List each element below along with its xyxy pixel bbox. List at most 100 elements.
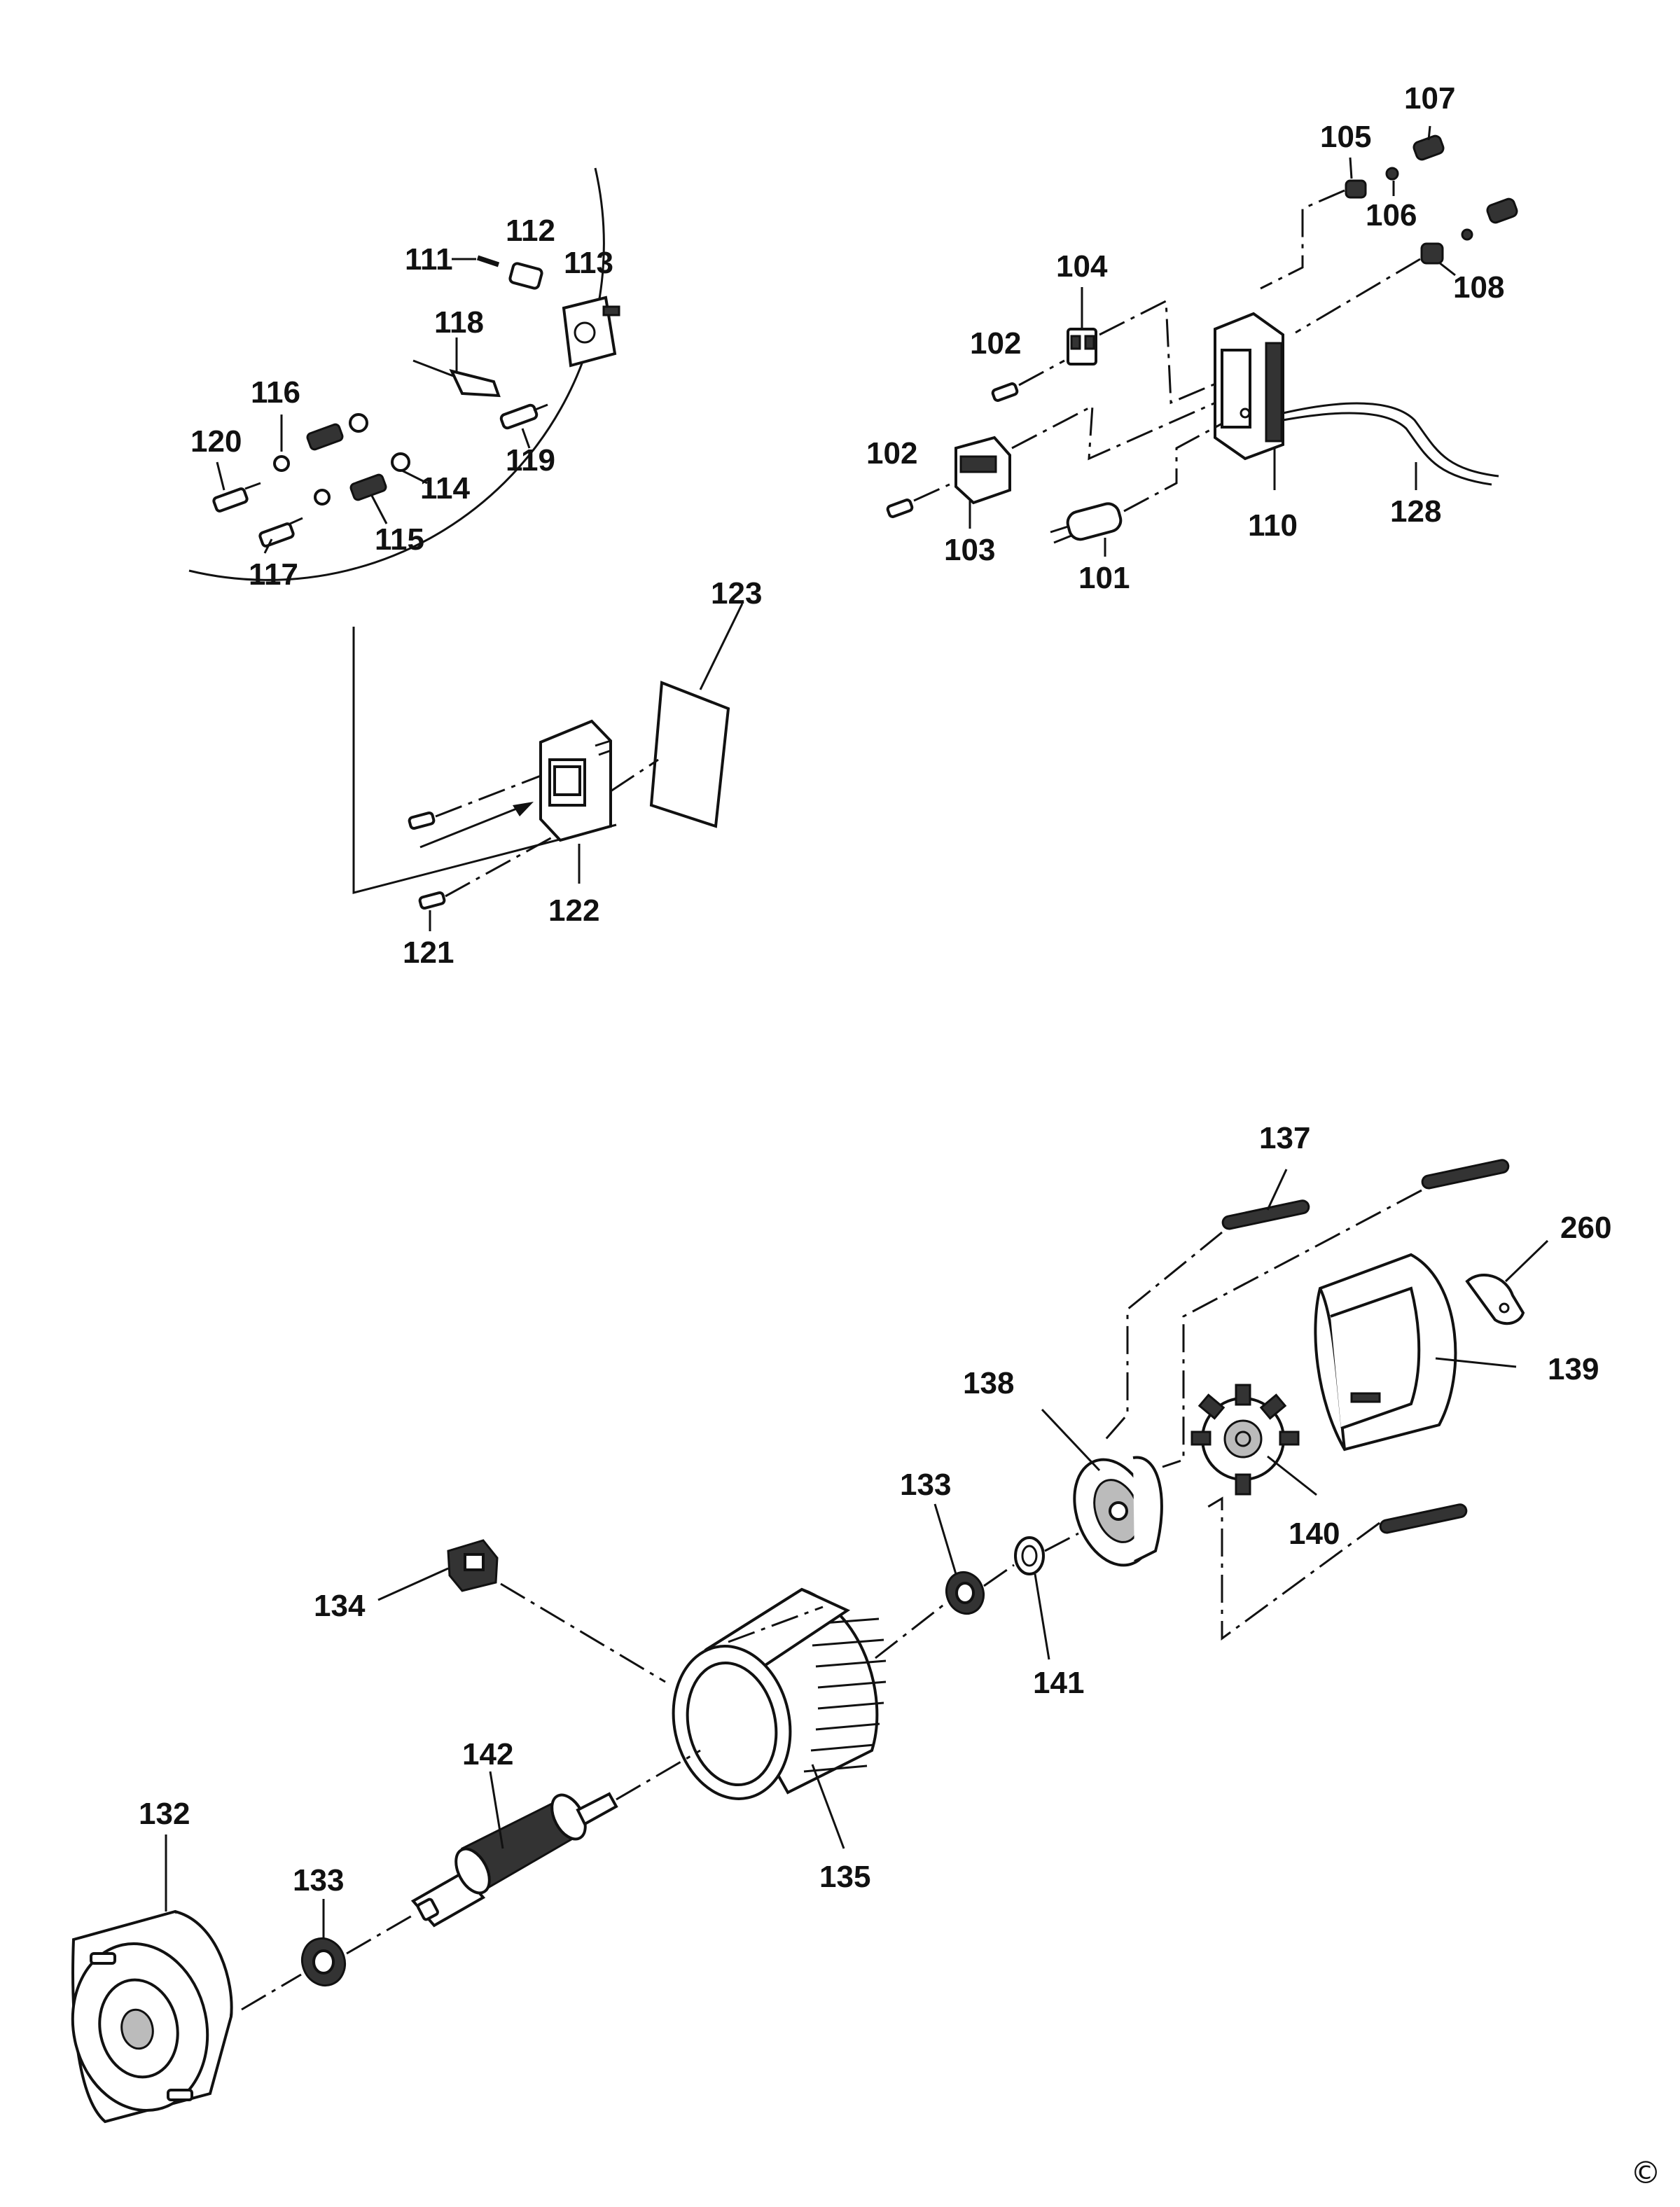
label-120: 120 [190, 424, 242, 459]
label-110: 110 [1248, 508, 1298, 543]
part-123-gasket [649, 681, 730, 828]
leader-135 [811, 1764, 845, 1849]
leader-260 [1504, 1239, 1549, 1283]
label-133b: 133 [293, 1863, 344, 1898]
label-141: 141 [1033, 1666, 1084, 1700]
dash-102-lower [913, 482, 953, 502]
part-128-cable [1282, 402, 1499, 478]
part-122-switch-housing [539, 719, 612, 842]
part-112-sleeve [508, 262, 543, 290]
leader-105 [1349, 157, 1353, 179]
leader-142 [489, 1771, 504, 1849]
label-108: 108 [1453, 270, 1504, 305]
leader-133-rear [933, 1503, 957, 1575]
part-135-stator [672, 1587, 887, 1800]
label-140: 140 [1289, 1517, 1340, 1551]
label-118: 118 [434, 305, 484, 340]
leader-120 [216, 461, 225, 491]
dash-101 [1123, 422, 1223, 513]
part-137-tie-rod-2 [1421, 1159, 1510, 1190]
part-111-pin [476, 255, 500, 267]
part-103-switch [954, 436, 1011, 505]
part-139-fan-cover [1314, 1253, 1457, 1451]
label-101: 101 [1078, 561, 1130, 595]
leader-107 [1427, 125, 1431, 141]
label-111: 111 [405, 242, 453, 277]
leader-117 [263, 538, 273, 554]
part-121-screw-bottom [418, 891, 446, 910]
detail-circle-leader [352, 627, 617, 894]
leader-140 [1267, 1455, 1317, 1496]
label-133a: 133 [900, 1468, 951, 1502]
leader-114 [401, 469, 428, 485]
label-123: 123 [711, 576, 762, 611]
part-133-bearing-rear [945, 1571, 985, 1615]
label-122: 122 [548, 893, 599, 928]
part-141-spring-washer [1014, 1536, 1045, 1575]
part-260-label-plate [1465, 1274, 1525, 1325]
part-116-washer-2 [314, 489, 331, 506]
label-112: 112 [506, 214, 555, 248]
dash-rotor [616, 1749, 701, 1801]
part-101-capacitor [1050, 502, 1123, 544]
dash-104 [1099, 299, 1216, 405]
leader-138 [1041, 1408, 1101, 1472]
part-108-nut [1420, 242, 1444, 265]
dash-rod-2 [1162, 1189, 1422, 1468]
dash-133-rear [983, 1564, 1015, 1587]
dash-rod-1 [1102, 1231, 1223, 1443]
part-117-screw [258, 517, 303, 548]
dash-103 [1011, 401, 1216, 461]
detail-circle-outline [188, 167, 605, 581]
label-138: 138 [963, 1366, 1014, 1400]
motor-assembly-group [71, 1159, 1549, 2124]
part-128-cable-2 [1282, 412, 1492, 486]
label-135: 135 [819, 1860, 870, 1894]
leader-134 [377, 1567, 449, 1601]
label-106: 106 [1366, 198, 1417, 232]
part-140-fan [1190, 1384, 1300, 1496]
label-114: 114 [420, 471, 471, 506]
label-119: 119 [506, 443, 555, 478]
part-113-bracket [562, 295, 620, 368]
dash-134 [500, 1582, 666, 1683]
label-113: 113 [564, 246, 613, 280]
part-118-lever [412, 359, 501, 398]
dash-108 [1295, 258, 1421, 334]
label-104: 104 [1056, 249, 1108, 284]
label-103: 103 [944, 533, 995, 567]
dash-102-upper [1018, 359, 1065, 387]
label-128: 128 [1390, 494, 1441, 529]
label-102a: 102 [970, 326, 1021, 361]
part-116-washer [273, 455, 290, 472]
part-133-bearing-front [301, 1937, 346, 1987]
part-102-screw-upper [991, 382, 1019, 402]
label-137: 137 [1259, 1121, 1310, 1155]
leader-115 [370, 494, 388, 524]
leader-141 [1034, 1573, 1050, 1660]
label-260: 260 [1560, 1211, 1611, 1245]
arrow-insert [419, 805, 522, 849]
part-138-rear-shield [1073, 1456, 1163, 1567]
part-132-front-flange [71, 1909, 233, 2124]
label-117: 117 [249, 557, 298, 592]
leader-108 [1438, 261, 1456, 277]
part-142-rotor [410, 1792, 618, 1928]
leader-119 [521, 428, 531, 449]
dash-rod-3 [1204, 1496, 1380, 1641]
copyright-mark: © [1630, 2155, 1661, 2191]
label-134: 134 [314, 1589, 366, 1623]
part-106-washer [1385, 167, 1399, 181]
part-105-nut [1345, 179, 1367, 199]
part-labels: 111 112 113 118 116 120 119 114 115 117 … [139, 81, 1611, 1898]
part-102-screw-lower [886, 499, 914, 518]
part-115-spring [349, 452, 410, 501]
dash-screw-bottom [445, 835, 554, 898]
part-137-tie-rod-1 [1221, 1199, 1310, 1230]
dash-stator-bearing [875, 1602, 946, 1659]
dash-123 [610, 758, 659, 793]
part-110-terminal-box [1214, 312, 1284, 461]
dash-105 [1260, 189, 1345, 290]
label-105: 105 [1320, 120, 1371, 154]
